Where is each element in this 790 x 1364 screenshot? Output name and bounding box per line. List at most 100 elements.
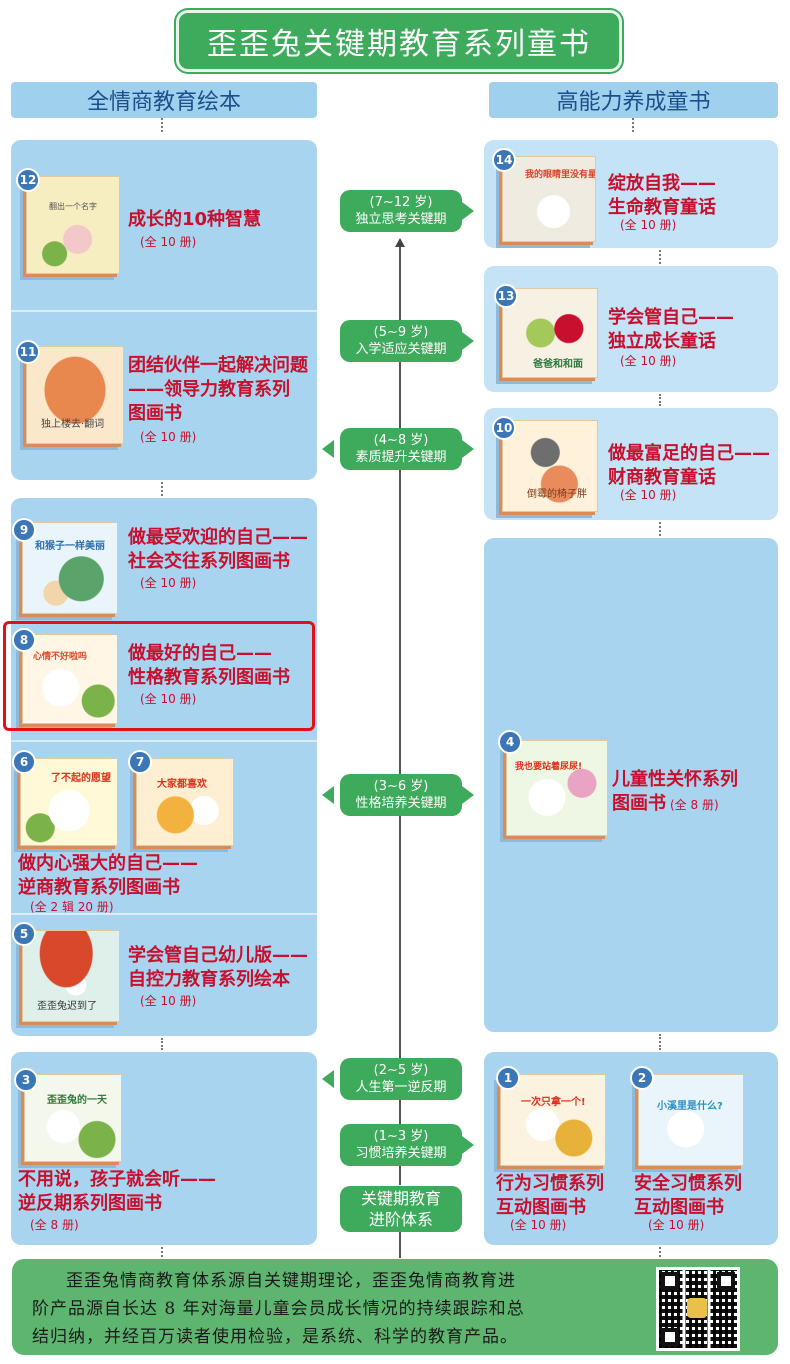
- book-number-badge: 9: [12, 518, 36, 542]
- series-title-3: 不用说，孩子就会听—— 逆反期系列图画书: [18, 1168, 216, 1216]
- book-number-badge: 11: [16, 340, 40, 364]
- book-number-badge: 7: [128, 750, 152, 774]
- book-number-badge: 3: [14, 1068, 38, 1092]
- book-cover-3: 歪歪兔的一天: [24, 1074, 122, 1162]
- series-title-14: 绽放自我—— 生命教育童话: [608, 172, 716, 220]
- series-title-6-7: 做内心强大的自己—— 逆商教育系列图画书: [18, 852, 198, 900]
- series-count: (全 10 册): [140, 994, 197, 1008]
- series-title-line: 学会管自己幼儿版——: [128, 945, 308, 966]
- book-cover-title: 我的眼睛里没有星星: [525, 170, 595, 180]
- connector-dots: [659, 1247, 663, 1257]
- stage-label: 人生第一逆反期: [355, 1080, 447, 1095]
- footer-note: 歪歪兔情商教育体系源自关键期理论，歪歪兔情商教育进 阶产品源自长达 8 年对海量…: [12, 1259, 778, 1355]
- series-count: (全 2 辑 20 册): [30, 900, 114, 914]
- series-title-line: 做内心强大的自己——: [18, 853, 198, 874]
- stage-7-12: (7~12 岁) 独立思考关键期: [340, 190, 462, 232]
- qr-code-icon: [656, 1267, 740, 1351]
- divider: [11, 913, 317, 915]
- book-number-badge: 1: [496, 1066, 520, 1090]
- series-title-line: 做最富足的自己——: [608, 443, 770, 464]
- ladder-line: [399, 245, 401, 1185]
- series-title-line: ——领导力教育系列: [128, 379, 290, 400]
- book-cover-title: 倒霉的椅子胖: [527, 489, 587, 500]
- arrow-left-icon: [322, 1070, 334, 1088]
- book-cover-9: 和猴子一样美丽: [22, 522, 118, 614]
- connector-dots: [161, 118, 165, 132]
- arrow-right-icon: [462, 1136, 474, 1154]
- series-title-line: 财商教育童话: [608, 467, 716, 488]
- stage-age: (4~8 岁): [373, 433, 429, 448]
- stage-age: (2~5 岁): [373, 1063, 429, 1078]
- book-cover-title: 翻出一个名字: [49, 202, 97, 211]
- stage-age: (5~9 岁): [373, 325, 429, 340]
- series-title-line: 图画书: [128, 403, 182, 424]
- footer-line: 阶产品源自长达 8 年对海量儿童会员成长情况的持续跟踪和总: [32, 1299, 525, 1319]
- series-title-line: 互动图画书: [496, 1197, 586, 1218]
- book-cover-title: 大家都喜欢: [157, 779, 207, 790]
- series-title-line: 独立成长童话: [608, 331, 716, 352]
- arrow-up-icon: [395, 238, 405, 247]
- series-count: (全 10 册): [620, 354, 677, 368]
- connector-dots: [161, 482, 165, 496]
- stage-age: (3~6 岁): [373, 779, 429, 794]
- ladder-line: [399, 1232, 401, 1258]
- arrow-right-icon: [462, 440, 474, 458]
- series-title-line: 自控力教育系列绘本: [128, 969, 290, 990]
- series-title-13: 学会管自己—— 独立成长童话: [608, 306, 734, 354]
- highlight-frame: [3, 621, 315, 731]
- series-title-8: 做最好的自己—— 性格教育系列图画书: [128, 642, 290, 690]
- series-count: (全 10 册): [620, 218, 677, 232]
- book-cover-13: 爸爸和和面: [502, 288, 598, 378]
- arrow-right-icon: [462, 332, 474, 350]
- series-title-line: 儿童性关怀系列: [612, 769, 738, 790]
- book-cover-title: 小溪里是什么?: [657, 1101, 723, 1112]
- book-number-badge: 14: [492, 148, 516, 172]
- stage-2-5: (2~5 岁) 人生第一逆反期: [340, 1058, 462, 1100]
- stage-3-6: (3~6 岁) 性格培养关键期: [340, 774, 462, 816]
- series-title-line: 学会管自己——: [608, 307, 734, 328]
- series-title-line: 不用说，孩子就会听——: [18, 1169, 216, 1190]
- book-cover-5: 歪歪兔迟到了: [22, 930, 120, 1022]
- footer-line: 结归纳，并经百万读者使用检验，是系统、科学的教育产品。: [32, 1327, 518, 1347]
- series-title-9: 做最受欢迎的自己—— 社会交往系列图画书: [128, 526, 308, 574]
- book-cover-title: 歪歪兔的一天: [47, 1095, 107, 1106]
- book-number-badge: 10: [492, 416, 516, 440]
- arrow-right-icon: [462, 786, 474, 804]
- connector-dots: [161, 1038, 165, 1050]
- stage-label: 素质提升关键期: [355, 450, 447, 465]
- connector-dots: [659, 394, 663, 406]
- connector-dots: [659, 1034, 663, 1050]
- footer-line: 歪歪兔情商教育体系源自关键期理论，歪歪兔情商教育进: [66, 1271, 516, 1291]
- stage-4-8: (4~8 岁) 素质提升关键期: [340, 428, 462, 470]
- base-stage-line2: 进阶体系: [368, 1210, 433, 1229]
- series-count: (全 8 册): [30, 1218, 79, 1232]
- series-count: (全 8 册): [670, 798, 719, 812]
- base-stage: 关键期教育 进阶体系: [340, 1186, 462, 1232]
- series-title-11: 团结伙伴一起解决问题 ——领导力教育系列 图画书: [128, 354, 308, 426]
- series-count: (全 10 册): [648, 1218, 705, 1232]
- book-number-badge: 12: [16, 168, 40, 192]
- book-cover-8: 心情不好啦吗: [22, 634, 118, 724]
- series-title-line: 成长的10种智慧: [128, 209, 262, 230]
- book-cover-title: 歪歪兔迟到了: [37, 1001, 97, 1012]
- series-title-line: 互动图画书: [634, 1197, 724, 1218]
- book-cover-title: 和猴子一样美丽: [35, 541, 105, 552]
- connector-dots: [632, 118, 636, 132]
- book-number-badge: 4: [498, 730, 522, 754]
- connector-dots: [161, 1247, 165, 1257]
- series-title-line: 做最好的自己——: [128, 643, 272, 664]
- book-cover-title: 心情不好啦吗: [33, 652, 88, 662]
- stage-label: 性格培养关键期: [355, 796, 447, 811]
- series-count: (全 10 册): [140, 576, 197, 590]
- book-cover-title: 爸爸和和面: [533, 359, 583, 370]
- book-number-badge: 2: [630, 1066, 654, 1090]
- stage-age: (1~3 岁): [373, 1129, 429, 1144]
- book-cover-11: 独上楼去·翻词: [26, 346, 124, 444]
- series-title-2: 安全习惯系列 互动图画书: [634, 1172, 742, 1220]
- connector-dots: [659, 250, 663, 264]
- book-cover-2: 小溪里是什么?: [638, 1074, 744, 1166]
- book-cover-1: 一次只拿一个!: [500, 1074, 606, 1166]
- book-cover-12: 翻出一个名字: [26, 176, 120, 274]
- stage-1-3: (1~3 岁) 习惯培养关键期: [340, 1124, 462, 1166]
- stage-label: 习惯培养关键期: [355, 1146, 447, 1161]
